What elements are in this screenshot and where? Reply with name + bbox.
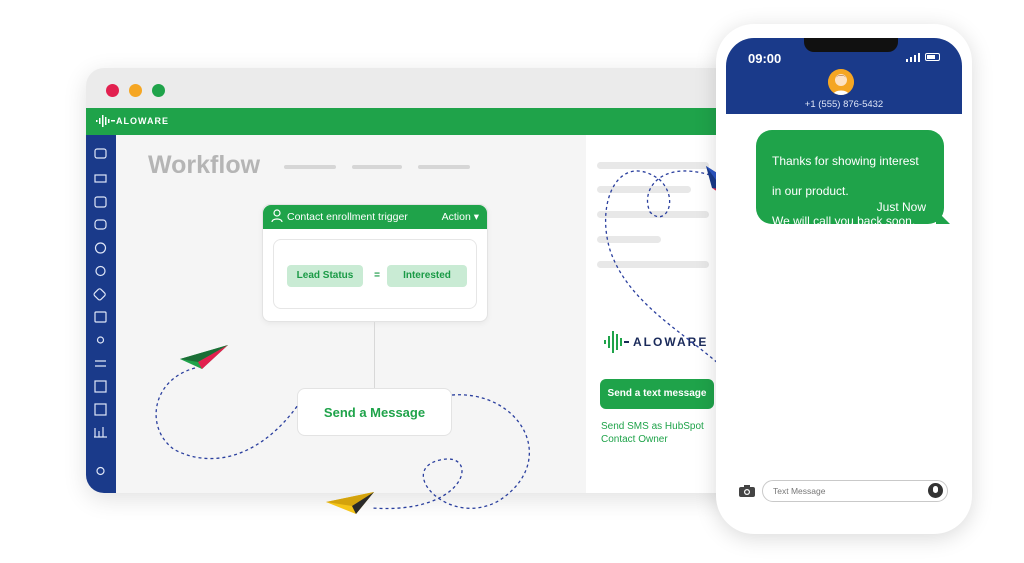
user-icon [271, 209, 283, 223]
phone-mockup: 09:00 +1 (555) 876-5432 [716, 24, 972, 534]
maximize-window-dot[interactable] [152, 84, 165, 97]
sidebar-icons [93, 148, 107, 476]
header-logo: ALOWARE [96, 115, 169, 127]
message-line: in our product. [772, 184, 849, 198]
placeholder-bar [597, 186, 691, 193]
calendar-icon [94, 311, 107, 323]
microphone-icon[interactable] [928, 483, 943, 498]
message-line: We will call you back soon. [772, 214, 916, 228]
message-timestamp: Just Now [876, 200, 926, 214]
sms-description-line2: Contact Owner [601, 434, 668, 445]
phone-icon [94, 196, 107, 208]
trigger-card[interactable]: Contact enrollment trigger Action ▾ Lead… [262, 204, 488, 322]
placeholder-bar [597, 261, 709, 268]
chart-icon [94, 427, 107, 438]
placeholder-bar [284, 165, 336, 169]
paper-plane-icon [326, 492, 374, 514]
settings-icon [95, 265, 106, 277]
chat-icon [94, 219, 107, 230]
app-window: ALOWARE [86, 68, 786, 493]
avatar[interactable] [828, 69, 854, 95]
app-header-bar [86, 108, 786, 135]
trigger-label: Contact enrollment trigger [287, 211, 408, 223]
header-brand-text: ALOWARE [116, 116, 169, 126]
message-line: Thanks for showing interest [772, 154, 919, 168]
aloware-wave-icon [604, 331, 629, 353]
inbox-icon [94, 148, 107, 159]
condition-field-chip[interactable]: Lead Status [287, 265, 363, 287]
qr-icon [94, 403, 107, 416]
report-icon [94, 380, 107, 393]
battery-icon [925, 53, 940, 61]
tag-icon [93, 288, 106, 301]
placeholder-bar [597, 162, 709, 169]
presentation-icon [94, 174, 107, 183]
paper-plane-icon [180, 345, 228, 369]
contact-phone-number: +1 (555) 876-5432 [804, 99, 884, 110]
status-time: 09:00 [748, 51, 782, 66]
phone-header: 09:00 +1 (555) 876-5432 [726, 38, 962, 114]
minimize-window-dot[interactable] [129, 84, 142, 97]
phone-notch [804, 38, 898, 52]
sidebar [86, 135, 116, 493]
sun-icon [96, 466, 105, 476]
condition-operator: = [374, 270, 380, 281]
window-titlebar [86, 68, 786, 108]
send-message-step[interactable]: Send a Message [297, 388, 452, 436]
placeholder-bar [418, 165, 470, 169]
workflow-connector [374, 322, 375, 388]
placeholder-bar [352, 165, 402, 169]
trigger-header: Contact enrollment trigger Action ▾ [263, 205, 487, 229]
message-bubble-tail [936, 210, 950, 224]
transfer-icon [95, 360, 106, 367]
condition-value-chip[interactable]: Interested [387, 265, 467, 287]
sms-description-line1: Send SMS as HubSpot [601, 421, 704, 432]
aloware-wave-icon [96, 115, 115, 127]
message-text: Thanks for showing interest in our produ… [772, 139, 944, 244]
contact-avatar-icon [828, 69, 854, 95]
signal-icon [906, 53, 920, 62]
placeholder-bar [597, 211, 709, 218]
camera-icon[interactable] [738, 484, 756, 498]
message-bubble: Thanks for showing interest in our produ… [756, 130, 944, 228]
trigger-condition: Lead Status = Interested [273, 239, 477, 309]
contacts-icon [94, 242, 107, 254]
page-title: Workflow [148, 151, 261, 179]
broadcast-icon [96, 336, 105, 344]
phone-screen: 09:00 +1 (555) 876-5432 [726, 38, 962, 522]
action-dropdown[interactable]: Action ▾ [441, 211, 479, 223]
send-text-message-button[interactable]: Send a text message [600, 379, 714, 409]
sms-description: Send SMS as HubSpot Contact Owner [601, 420, 731, 446]
placeholder-bar [597, 236, 661, 243]
close-window-dot[interactable] [106, 84, 119, 97]
text-message-input[interactable]: Text Message [762, 480, 948, 502]
